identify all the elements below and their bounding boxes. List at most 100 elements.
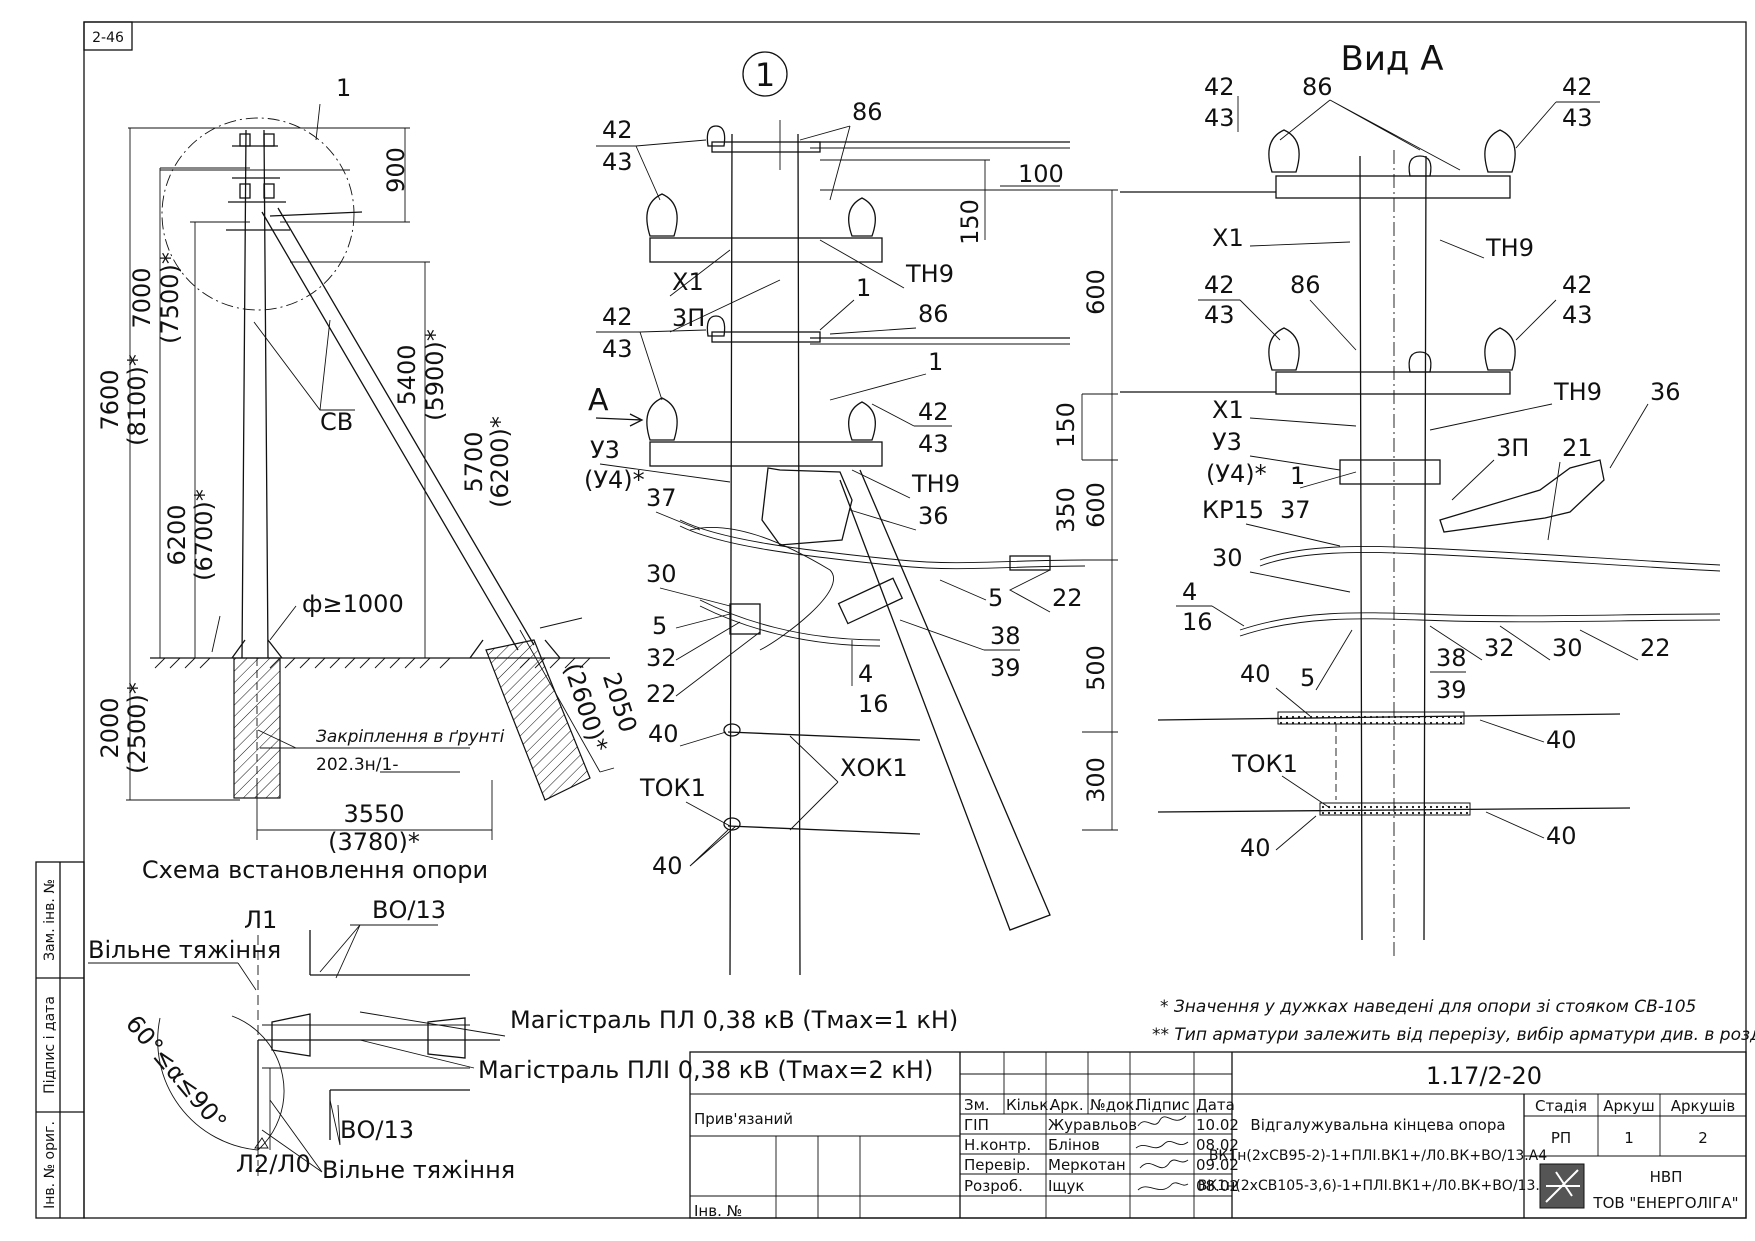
stamp-name-1: Блінов	[1048, 1136, 1100, 1154]
stamp-h-pidpys: Підпис	[1136, 1096, 1190, 1114]
d-lbl-43-c: 43	[918, 430, 949, 458]
dim-6200: 6200	[163, 504, 191, 565]
d-lbl-32: 32	[646, 644, 677, 672]
stamp-line1: ВК1н(2хСВ95-2)-1+ПЛІ.ВК1+/Л0.ВК+ВО/13.А4	[1209, 1148, 1547, 1164]
detail-dim-300: 300	[1082, 757, 1110, 803]
d-lbl-37: 37	[646, 484, 677, 512]
va-lbl-x1-a: Х1	[1212, 224, 1244, 252]
va-lbl-x1-b: Х1	[1212, 396, 1244, 424]
detail-dim-150: 150	[1052, 402, 1080, 448]
stamp-org2: ТОВ "ЕНЕРГОЛІГА"	[1592, 1194, 1738, 1212]
dim-5900: (5900)*	[421, 329, 449, 421]
view-a-arrow: А	[588, 383, 609, 418]
d-lbl-42-b: 42	[602, 303, 633, 331]
stamp-name-0: Журавльов	[1048, 1116, 1137, 1134]
va-lbl-42-b: 42	[1562, 73, 1593, 101]
va-lbl-22: 22	[1640, 634, 1671, 662]
detail-dim-100: 100	[1018, 160, 1064, 188]
dim-8100: (8100)*	[123, 354, 151, 446]
stamp-h-zm: Зм.	[964, 1096, 990, 1114]
stamp-title: Відгалужувальна кінцева опора	[1250, 1116, 1505, 1134]
d-lbl-39: 39	[990, 654, 1021, 682]
d-lbl-1-b: 1	[928, 348, 943, 376]
view-a: Вид А 42 43	[1120, 39, 1721, 960]
pole-footing	[233, 657, 281, 799]
va-lbl-86-b: 86	[1290, 271, 1321, 299]
d-lbl-40-a: 40	[648, 720, 679, 748]
va-lbl-43-b: 43	[1562, 104, 1593, 132]
d-lbl-1-a: 1	[856, 274, 871, 302]
d-lbl-42-a: 42	[602, 116, 633, 144]
d-lbl-30: 30	[646, 560, 677, 588]
va-lbl-30-a: 30	[1212, 544, 1243, 572]
stamp-stage-h: Стадія	[1535, 1097, 1587, 1115]
d-lbl-36: 36	[918, 502, 949, 530]
va-lbl-40-c: 40	[1546, 822, 1577, 850]
stamp-role-3: Розроб.	[964, 1177, 1023, 1195]
d-lbl-xok1: ХОК1	[840, 754, 908, 782]
va-lbl-42-d: 42	[1562, 271, 1593, 299]
stamp-date-1: 08.02	[1196, 1136, 1239, 1154]
d-lbl-43-a: 43	[602, 148, 633, 176]
dim-7000: 7000	[128, 267, 156, 328]
stamp-sheets-h: Аркушів	[1671, 1097, 1735, 1115]
stamp-sheets: 2	[1698, 1129, 1708, 1147]
stamp-date-0: 10.02	[1196, 1116, 1239, 1134]
stamp-stage: РП	[1551, 1129, 1571, 1147]
stamp-role-1: Н.контр.	[964, 1136, 1031, 1154]
stamp-doc-code: 1.17/2-20	[1426, 1062, 1542, 1090]
dim-6700: (6700)*	[190, 489, 218, 581]
stamp-sheet: 1	[1624, 1129, 1634, 1147]
va-lbl-30-b: 30	[1552, 634, 1583, 662]
va-lbl-th9-b: ТН9	[1553, 378, 1602, 406]
scheme-title: Схема встановлення опори	[142, 856, 488, 884]
d-lbl-86-a: 86	[852, 98, 883, 126]
dim-5700: 5700	[460, 431, 488, 492]
d-lbl-38: 38	[990, 622, 1021, 650]
d-lbl-th9-b: ТН9	[911, 470, 960, 498]
dim-6200-strut: (6200)*	[486, 416, 514, 508]
note-1: * Значення у дужках наведені для опори з…	[1160, 997, 1696, 1017]
detail-dim-150-top: 150	[956, 199, 984, 245]
pit-diameter: ф≥1000	[302, 590, 404, 618]
va-lbl-5: 5	[1300, 664, 1315, 692]
va-lbl-40-d: 40	[1240, 834, 1271, 862]
dim-7500: (7500)*	[156, 252, 184, 344]
stamp-h-kilk: Кільк.	[1006, 1096, 1053, 1114]
dim-5400: 5400	[393, 344, 421, 405]
va-lbl-tok1: ТОК1	[1231, 750, 1298, 778]
dim-3780: (3780)*	[328, 828, 420, 856]
side-stamp: Зам. інв. № Підпис і дата Інв. № ориг.	[35, 861, 85, 1219]
stamp-date-2: 09.02	[1196, 1156, 1239, 1174]
va-lbl-37: 37	[1280, 496, 1311, 524]
installation-scheme: 1 7600 (8100)* 7000 (7500)* 6200 (	[96, 74, 642, 884]
detail-callout-number: 1	[336, 74, 351, 102]
va-lbl-43-d: 43	[1562, 301, 1593, 329]
plan-angle: 60°≤α≤90°	[120, 1010, 232, 1136]
stamp-h-data: Дата	[1196, 1096, 1235, 1114]
d-lbl-tok1: ТОК1	[639, 774, 706, 802]
insulators-detail	[646, 125, 876, 441]
sheet-id-box	[83, 21, 133, 51]
d-lbl-th9-a: ТН9	[905, 260, 954, 288]
va-lbl-4: 4	[1182, 578, 1197, 606]
va-lbl-32: 32	[1484, 634, 1515, 662]
street-lamp-detail	[761, 467, 853, 546]
detail-callout-circle	[161, 117, 355, 311]
stamp-role-0: ГІП	[964, 1116, 989, 1134]
detail-dim-500: 500	[1082, 645, 1110, 691]
va-lbl-u4: (У4)*	[1206, 460, 1267, 488]
stamp-role-2: Перевір.	[964, 1156, 1031, 1174]
detail-title-circle	[742, 51, 788, 97]
va-lbl-40-a: 40	[1240, 660, 1271, 688]
d-lbl-43-b: 43	[602, 335, 633, 363]
va-lbl-th9-a: ТН9	[1485, 234, 1534, 262]
d-lbl-u3: У3	[590, 436, 620, 464]
plan-l2: Л2/Л0	[236, 1150, 311, 1178]
va-lbl-kr15: КР15	[1202, 496, 1264, 524]
va-lbl-42-c: 42	[1204, 271, 1235, 299]
plan-vo13-top: ВО/13	[372, 896, 446, 924]
stamp-sheet-h: Аркуш	[1603, 1097, 1654, 1115]
d-lbl-5-a: 5	[652, 612, 667, 640]
insulators-view-a	[1268, 129, 1516, 373]
